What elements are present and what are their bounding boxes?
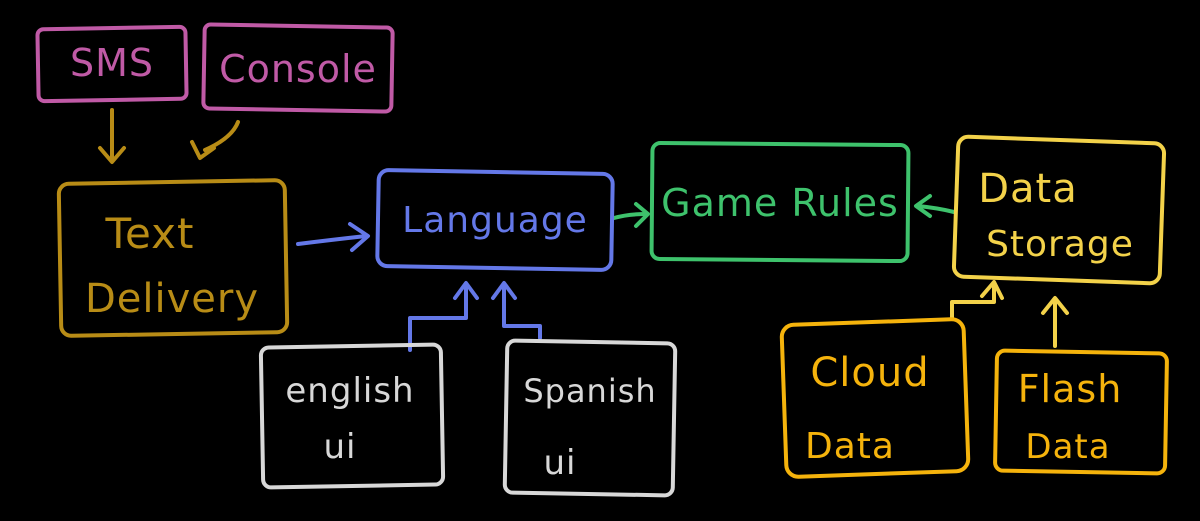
node-english-ui: english ui bbox=[258, 342, 446, 490]
node-cloud-data: Cloud Data bbox=[779, 317, 971, 479]
edge-english-ui-to-language bbox=[408, 281, 479, 352]
node-game-rules: Game Rules bbox=[649, 140, 911, 264]
node-flash-data: Flash Data bbox=[993, 348, 1169, 476]
node-data-storage-line2: Storage bbox=[986, 224, 1134, 265]
node-sms-label: SMS bbox=[70, 41, 154, 85]
node-flash-data-line1: Flash bbox=[1018, 367, 1123, 411]
node-language-label: Language bbox=[402, 200, 588, 241]
node-cloud-data-line2: Data bbox=[805, 426, 895, 467]
edge-text-delivery-to-language bbox=[296, 222, 370, 252]
node-english-ui-line2: ui bbox=[324, 427, 357, 467]
edge-cloud-data-to-data-storage bbox=[950, 280, 1004, 320]
node-text-delivery-line2: Delivery bbox=[85, 276, 259, 322]
node-text-delivery: Text Delivery bbox=[56, 178, 290, 338]
node-spanish-ui: Spanish ui bbox=[502, 338, 678, 498]
node-console-label: Console bbox=[219, 47, 377, 91]
edge-console-to-text-delivery bbox=[190, 120, 240, 160]
node-spanish-ui-line1: Spanish bbox=[523, 372, 656, 410]
node-data-storage-line1: Data bbox=[978, 166, 1078, 212]
edge-sms-to-text-delivery bbox=[98, 108, 126, 164]
edge-language-to-game-rules bbox=[612, 202, 650, 228]
node-language: Language bbox=[375, 168, 615, 272]
edge-data-storage-to-game-rules bbox=[914, 194, 956, 218]
node-data-storage: Data Storage bbox=[951, 134, 1167, 286]
node-text-delivery-line1: Text bbox=[105, 209, 195, 258]
node-console: Console bbox=[201, 22, 395, 114]
node-spanish-ui-line2: ui bbox=[544, 443, 577, 483]
node-cloud-data-line1: Cloud bbox=[810, 350, 929, 396]
node-sms: SMS bbox=[35, 24, 189, 104]
edge-spanish-ui-to-language bbox=[491, 281, 542, 340]
edge-flash-data-to-data-storage bbox=[1041, 296, 1069, 348]
node-flash-data-line2: Data bbox=[1025, 427, 1110, 467]
node-game-rules-label: Game Rules bbox=[661, 181, 899, 225]
node-english-ui-line1: english bbox=[285, 371, 414, 411]
